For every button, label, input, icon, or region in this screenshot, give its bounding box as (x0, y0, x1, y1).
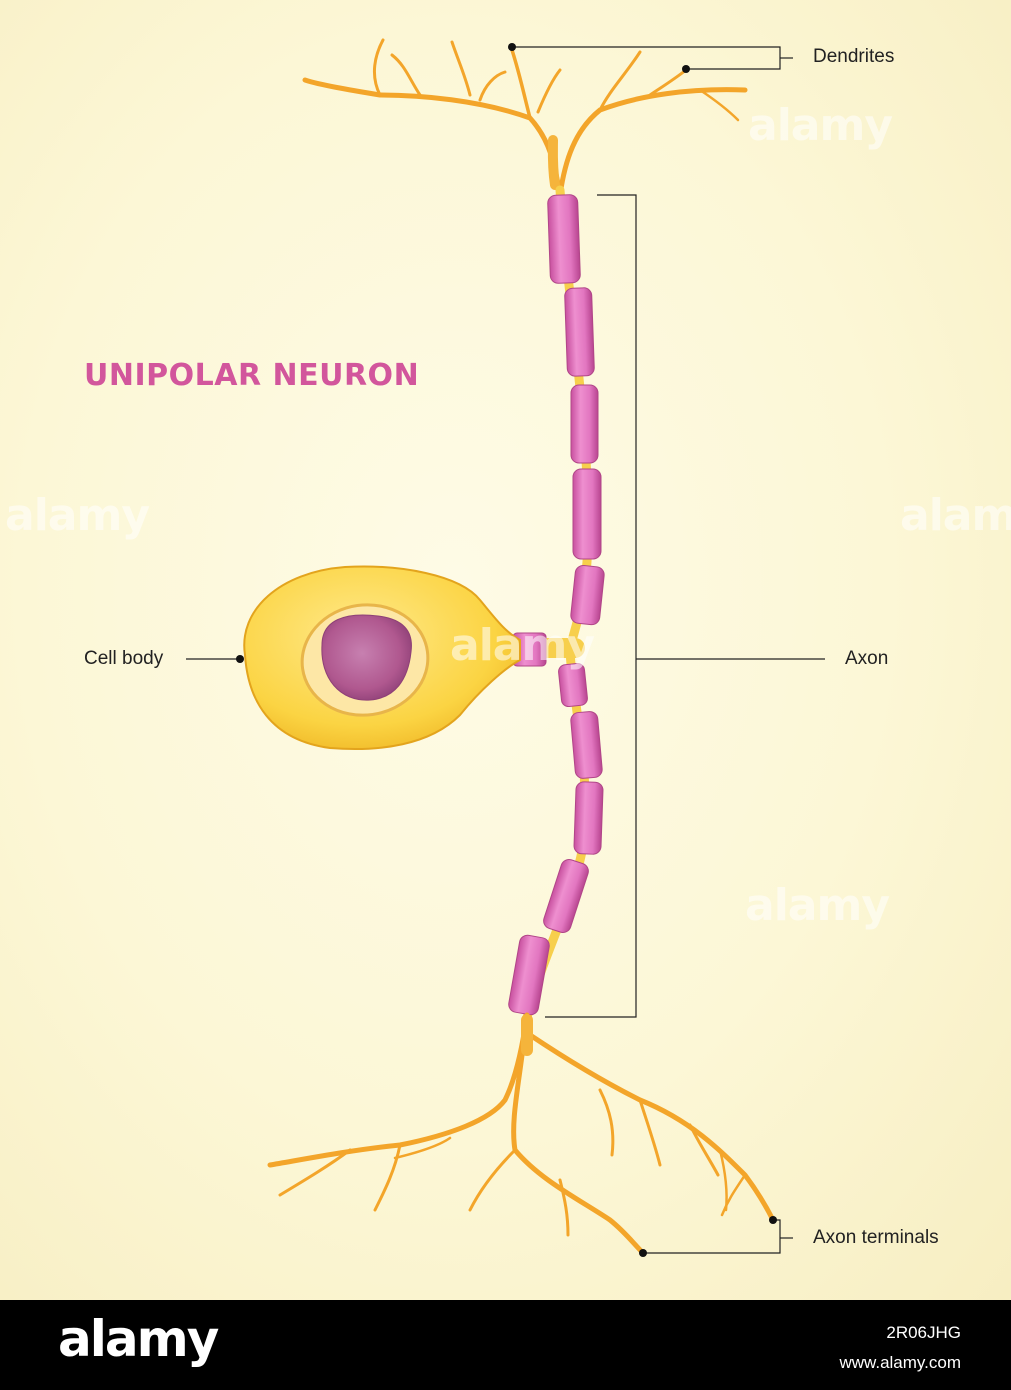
label-cell-body: Cell body (84, 648, 164, 669)
site-url: www.alamy.com (839, 1353, 961, 1372)
label-dendrites: Dendrites (813, 46, 895, 67)
cell-body (243, 565, 521, 751)
label-axon-terminals: Axon terminals (813, 1227, 939, 1248)
image-id: 2R06JHG (886, 1323, 961, 1342)
myelin-sheath (508, 194, 605, 1016)
label-axon: Axon (845, 648, 889, 669)
footer-bar: alamy 2R06JHG www.alamy.com (0, 1300, 1011, 1390)
neuron-illustration (186, 38, 825, 1257)
diagram-canvas: UNIPOLAR NEURON Dendrites Axon Cell body… (0, 0, 1011, 1300)
axon-terminals (267, 1012, 776, 1255)
dendrites (302, 38, 748, 198)
brand-logo: alamy (58, 1310, 219, 1368)
leader-dots (236, 43, 777, 1257)
image-reference: 2R06JHG www.alamy.com (839, 1318, 961, 1378)
diagram-title: UNIPOLAR NEURON (84, 358, 420, 393)
